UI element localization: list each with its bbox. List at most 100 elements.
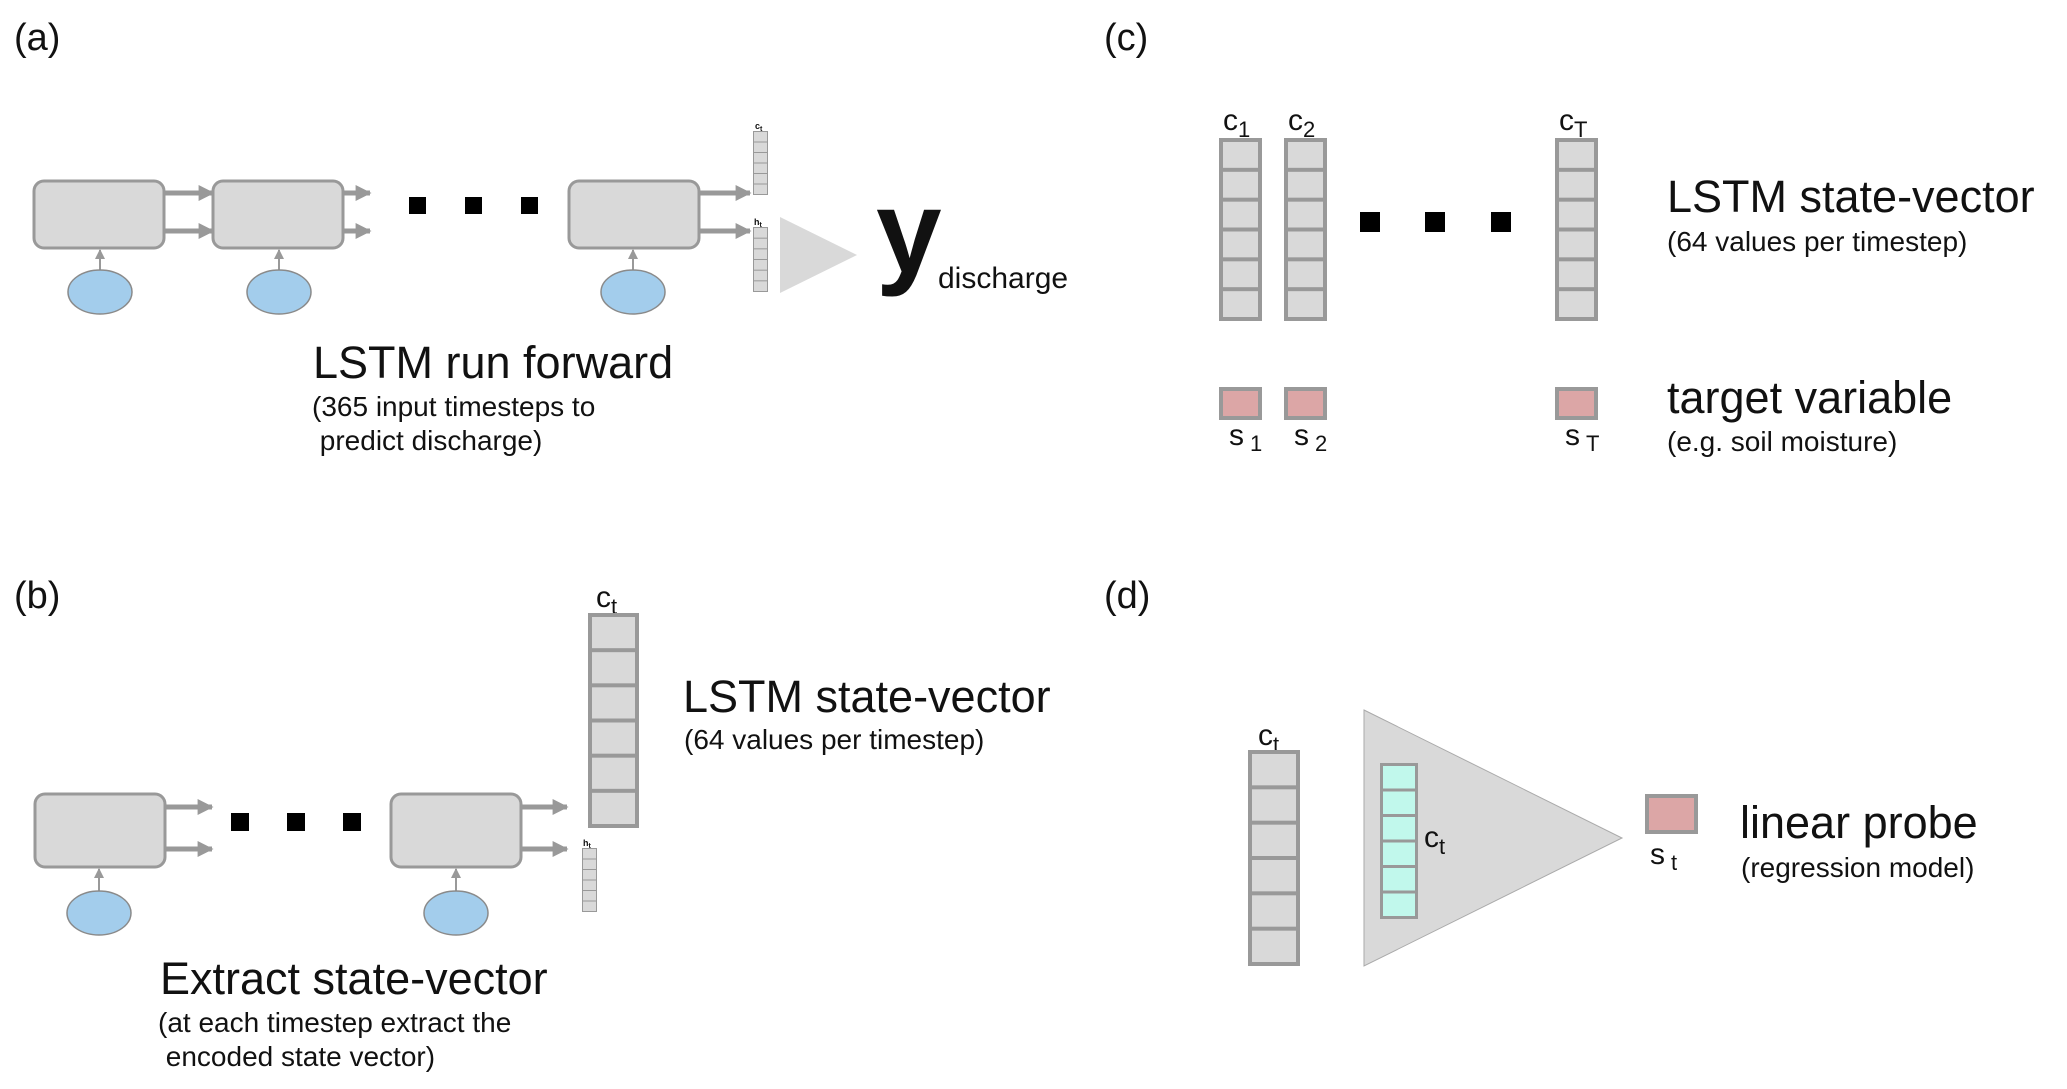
vector-cell: [583, 870, 596, 880]
lstm-chain-a: [32, 179, 752, 315]
probe-weights-label: ct: [1424, 821, 1445, 859]
vector-cell: [754, 163, 767, 173]
lstm-cell: [33, 792, 167, 936]
vector-cell: [583, 859, 596, 869]
input-node: [423, 890, 489, 936]
panel-b-subtitle-1: (at each timestep extract the: [158, 1007, 511, 1038]
vector-cell: [1252, 860, 1296, 892]
vector-cell: [1383, 842, 1415, 865]
symbol: s: [1294, 419, 1309, 452]
subscript: 1: [1250, 431, 1262, 456]
vector-cell: [754, 153, 767, 163]
vector-frame: [1380, 763, 1418, 919]
vector-cell: [1288, 201, 1323, 228]
target-box: [1284, 387, 1327, 420]
state-vector: [1284, 138, 1327, 321]
input-node: [600, 269, 666, 315]
panel-b-title: Extract state-vector: [160, 953, 548, 1004]
vector-cell: [1252, 789, 1296, 821]
panel-label-b: (b): [14, 575, 60, 617]
input-node: [66, 890, 132, 936]
panel-a: (a) ct ht y discharge LSTM run forward (…: [14, 17, 1068, 456]
lstm-cell-box: [567, 179, 701, 250]
vector-cell: [592, 652, 635, 684]
vector-frame: [1555, 138, 1598, 321]
ellipsis-dot: [465, 197, 482, 214]
panel-d-subtitle: (regression model): [1741, 852, 1974, 883]
vector-cell: [592, 687, 635, 719]
vector-cell: [583, 880, 596, 890]
ellipsis-dot: [231, 813, 249, 831]
vector-frame: [1248, 750, 1300, 966]
vector-cell: [1559, 171, 1594, 198]
vector-cell: [1288, 261, 1323, 288]
vector-cell: [583, 849, 596, 859]
panel-c-target-title: target variable: [1667, 372, 1952, 423]
input-node: [246, 269, 312, 315]
vector-cell: [592, 792, 635, 824]
ellipsis-dot: [521, 197, 538, 214]
vector-cell: [754, 142, 767, 152]
state-vector: [1219, 138, 1262, 321]
state-vector-label: cT: [1559, 104, 1587, 142]
hidden-state-vector-a: [753, 227, 768, 292]
cell-state-label-b: ct: [596, 581, 617, 619]
ellipsis-dot: [1360, 212, 1380, 232]
output-subscript-discharge: discharge: [938, 262, 1068, 295]
cell-state-vector-a: [753, 131, 768, 195]
hidden-state-vector: [582, 848, 597, 912]
output-symbol-y: y: [876, 166, 942, 298]
vector-cell: [1559, 142, 1594, 168]
subscript: 2: [1303, 117, 1315, 142]
panel-b: (b) ct ht LSTM state-vector (64 values p…: [14, 575, 1051, 1072]
ellipsis-dot: [1425, 212, 1445, 232]
panel-d-title: linear probe: [1740, 797, 1978, 848]
subscript: T: [1574, 117, 1587, 142]
lstm-cell: [567, 179, 701, 315]
vector-cell: [1288, 231, 1323, 258]
vector-frame: [588, 613, 639, 828]
lstm-cell: [211, 179, 345, 315]
vector-cell: [1252, 824, 1296, 856]
symbol: c: [1223, 104, 1238, 137]
lstm-cell-box: [33, 792, 167, 869]
subscript: 1: [1238, 117, 1250, 142]
vector-cell: [1252, 930, 1296, 962]
panel-b-subtitle-2: encoded state vector): [158, 1041, 435, 1072]
hidden-state-label-b: ht: [583, 838, 592, 850]
vector-cell: [1223, 261, 1258, 288]
vector-cell: [1288, 291, 1323, 317]
vector-cell: [1559, 261, 1594, 288]
panel-a-subtitle-2: predict discharge): [312, 425, 542, 456]
vector-cell: [1252, 895, 1296, 927]
ellipsis-dot: [287, 813, 305, 831]
vector-cell: [1559, 291, 1594, 317]
symbol: c: [1288, 104, 1303, 137]
vector-cell: [1223, 201, 1258, 228]
vector-cell: [1383, 791, 1415, 814]
state-vector: [1555, 138, 1598, 321]
vector-cell: [754, 249, 767, 259]
ellipsis-dot: [1491, 212, 1511, 232]
vector-cell: [1223, 142, 1258, 168]
vector-cell: [583, 901, 596, 911]
symbol: s: [1229, 419, 1244, 452]
cell-state-vector: [753, 131, 768, 195]
vector-cell: [754, 260, 767, 270]
probe-output-box: [1645, 794, 1698, 834]
vector-cell: [1559, 201, 1594, 228]
vector-cell: [754, 270, 767, 281]
symbol: c: [1559, 104, 1574, 137]
panel-b-vector-title: LSTM state-vector: [683, 671, 1051, 722]
cell-state-vector-b: [588, 613, 639, 828]
output-layer-triangle: [780, 217, 857, 293]
vector-cell: [583, 891, 596, 901]
lstm-cell: [32, 179, 166, 315]
